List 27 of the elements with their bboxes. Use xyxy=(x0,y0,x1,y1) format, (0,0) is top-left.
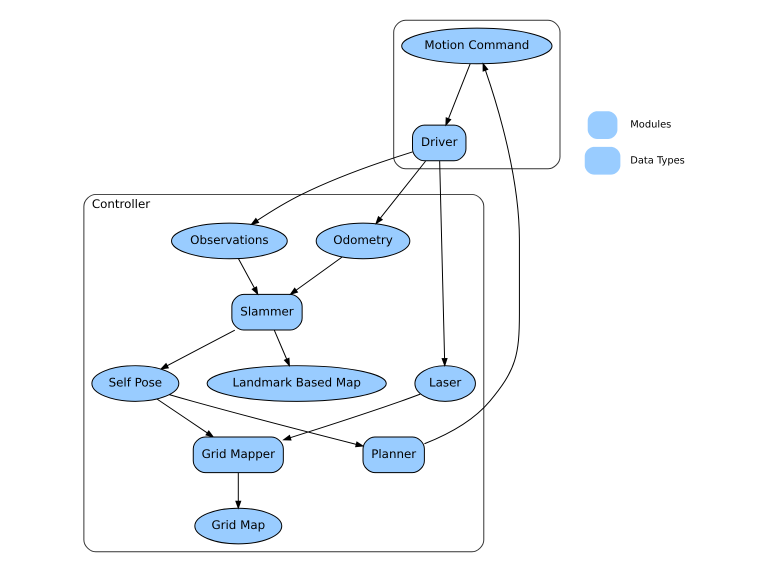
node-ellipse: Laser xyxy=(414,365,476,402)
arrow xyxy=(424,62,520,444)
node-box: Planner xyxy=(362,436,425,474)
arrow xyxy=(274,330,290,367)
legend-label: Modules xyxy=(630,120,672,131)
arrow xyxy=(235,472,242,510)
node-ellipse: Motion Command xyxy=(401,28,553,64)
arrow xyxy=(250,151,413,226)
cluster xyxy=(393,20,560,170)
node-ellipse: Odometry xyxy=(316,222,410,260)
arrow xyxy=(156,398,214,438)
node-ellipse: Grid Map xyxy=(194,508,282,544)
node-ellipse: Self Pose xyxy=(91,365,180,402)
arrow xyxy=(375,160,426,225)
arrow xyxy=(289,256,343,296)
legend-label: Data Types xyxy=(630,155,685,166)
node-box: Grid Mapper xyxy=(192,436,284,474)
arrow xyxy=(439,160,448,367)
node-ellipse: Observations xyxy=(171,222,288,260)
node-box: Slammer xyxy=(231,294,303,331)
node-box: Driver xyxy=(412,124,466,162)
arrow xyxy=(238,258,258,296)
arrow xyxy=(282,394,421,441)
node-ellipse: Landmark Based Map xyxy=(206,365,387,402)
arrow xyxy=(160,330,236,370)
arrow xyxy=(168,394,364,448)
arrow xyxy=(445,63,471,127)
